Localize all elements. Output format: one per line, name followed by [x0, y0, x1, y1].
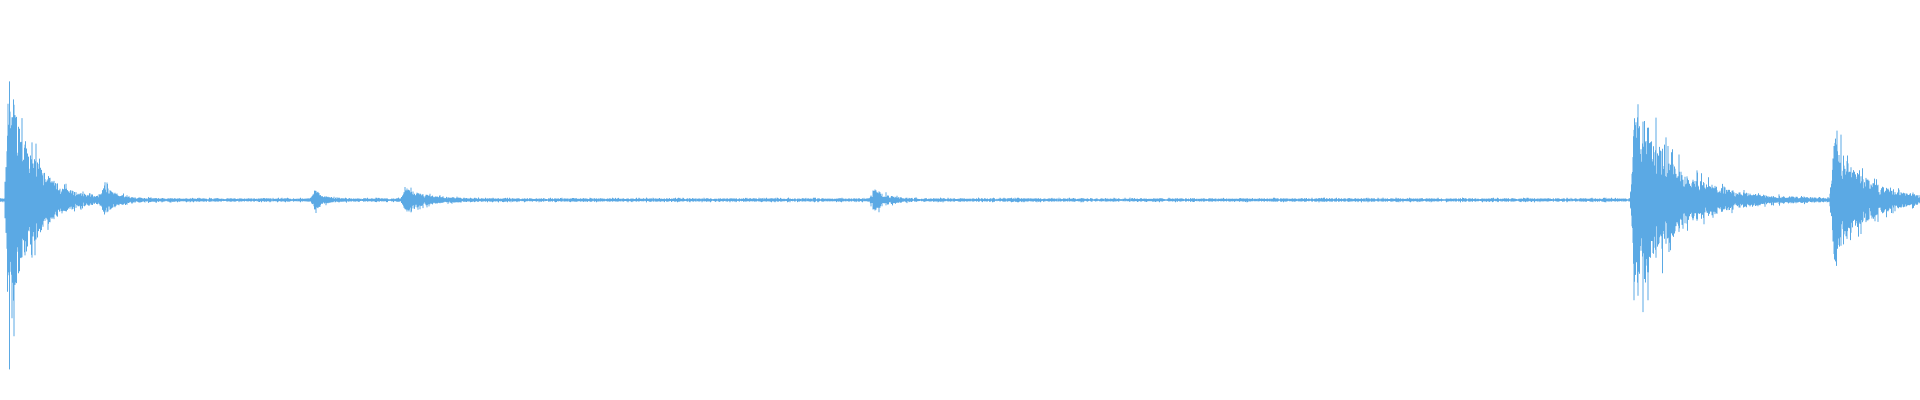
waveform-trace [0, 81, 1920, 370]
